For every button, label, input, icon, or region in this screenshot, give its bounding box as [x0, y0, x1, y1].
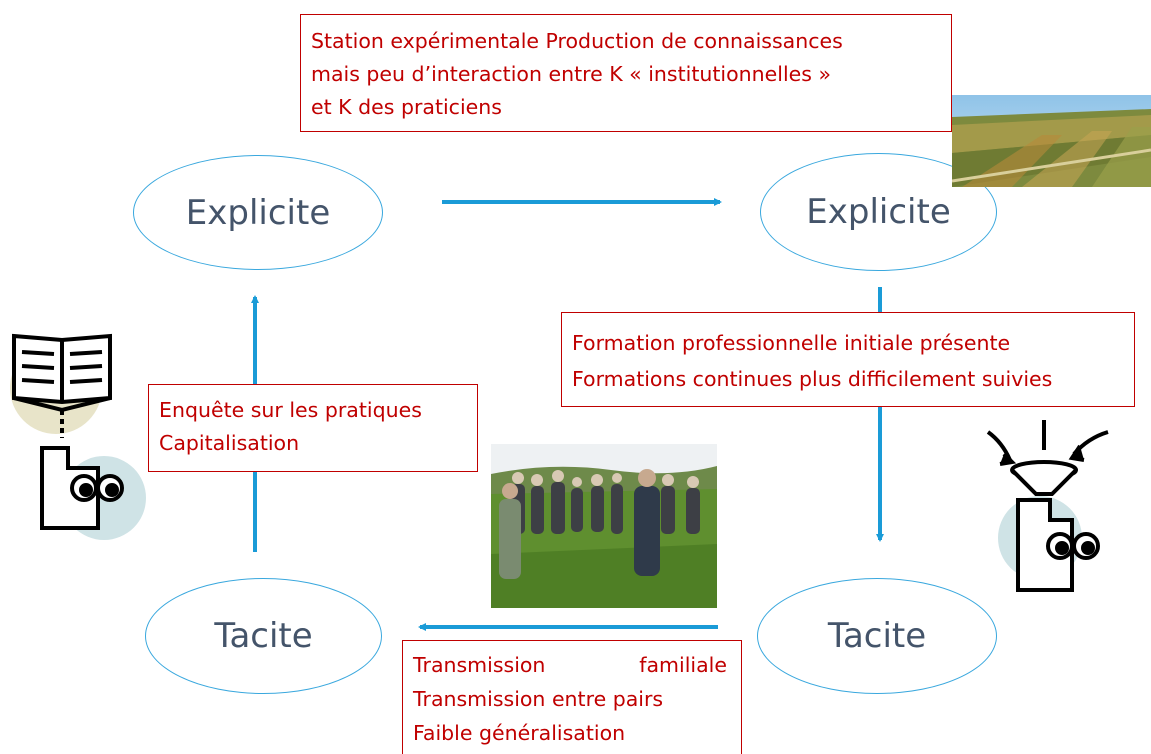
person-learning-icon [1016, 498, 1100, 592]
box-line: Faible généralisation [413, 721, 626, 745]
box-line: Transmission entre pairs [413, 687, 664, 711]
box-word: Transmission [413, 653, 546, 677]
enquete-box: Enquête sur les pratiques Capitalisation [148, 384, 478, 472]
book-icon [12, 333, 112, 413]
experimental-field-photo [952, 95, 1151, 187]
node-label: Tacite [827, 616, 927, 656]
transmission-box: Transmission familiale Transmission entr… [402, 640, 742, 754]
tacite-node-bottom-left: Tacite [145, 578, 382, 694]
box-line: Capitalisation [159, 431, 300, 455]
box-line: et K des praticiens [311, 95, 502, 119]
formation-box: Formation professionnelle initiale prése… [561, 312, 1135, 407]
box-word: familiale [639, 653, 727, 677]
node-label: Explicite [806, 192, 951, 232]
node-label: Tacite [214, 616, 313, 656]
box-line: Transmission familiale [413, 648, 727, 682]
person-reading-icon [40, 410, 124, 530]
box-line: Formations continues plus difficilement … [572, 367, 1053, 391]
farmers-group-photo [491, 444, 717, 608]
node-label: Explicite [185, 192, 331, 233]
explicite-node-top-right: Explicite [760, 153, 997, 271]
box-line: mais peu d’interaction entre K « institu… [311, 62, 831, 86]
tacite-node-bottom-right: Tacite [757, 578, 997, 694]
funnel-icon [986, 420, 1109, 496]
station-experimentale-box: Station expérimentale Production de conn… [300, 14, 952, 132]
explicite-node-top-left: Explicite [133, 155, 383, 270]
box-line: Enquête sur les pratiques [159, 398, 422, 422]
book-reader-illustration [6, 328, 146, 540]
box-line: Formation professionnelle initiale prése… [572, 331, 1011, 355]
box-line: Station expérimentale Production de conn… [311, 29, 843, 53]
learning-illustration [980, 420, 1120, 600]
